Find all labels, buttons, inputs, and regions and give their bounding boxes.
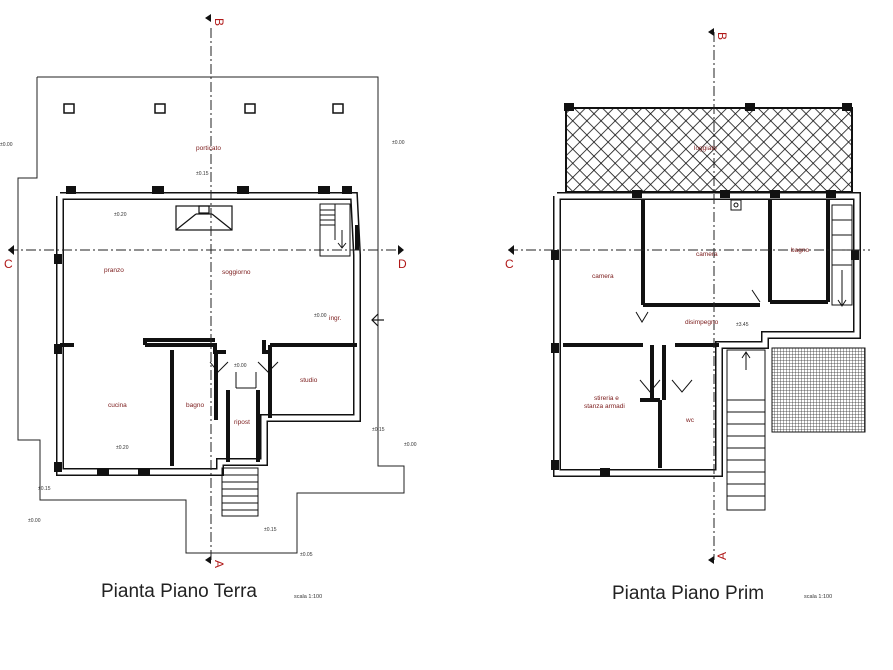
first-floor-scale: scala 1:100: [804, 594, 832, 600]
section-label-b: B: [212, 18, 226, 26]
entrance-arrow-icon: [371, 313, 384, 327]
door-swings: [209, 361, 279, 389]
level-marker: ±0.00: [392, 140, 405, 146]
porch-pillars: [63, 103, 344, 114]
level-marker: ±0.15: [264, 527, 277, 533]
ff-section-arrow-a: [708, 556, 714, 564]
first-floor-title: Pianta Piano Prim: [612, 583, 764, 604]
room-label-porticato: porticato: [196, 145, 221, 152]
ff-room-label-stanza-armadi: stanza armadi: [584, 403, 625, 410]
room-label-studio: studio: [300, 377, 318, 384]
section-arrow-d: [398, 245, 404, 255]
ff-room-label-stireria: stireria e: [594, 395, 619, 402]
exterior-walls: [56, 192, 361, 476]
ff-exterior-stair: [726, 349, 766, 511]
ff-room-label-wc: wc: [685, 417, 695, 424]
ground-floor-title: Pianta Piano Terra: [101, 581, 257, 602]
ff-door-swings: [635, 199, 761, 393]
ff-wall-piers: [551, 190, 859, 476]
exterior-stair: [221, 467, 259, 517]
room-label-bagno: bagno: [186, 402, 204, 409]
ff-section-arrow-b: [708, 28, 714, 36]
level-marker: ±0.20: [114, 212, 127, 218]
room-label-ingr: ingr.: [329, 315, 341, 322]
room-label-pranzo: pranzo: [104, 267, 124, 274]
ff-section-label-a: A: [715, 552, 729, 560]
ff-room-label-loggiato: loggiato: [694, 145, 717, 152]
room-label-cucina: cucina: [108, 402, 127, 409]
section-arrow-a: [205, 556, 211, 564]
loggia-lattice: [565, 107, 853, 193]
level-marker: ±0.15: [38, 486, 51, 492]
section-label-c: C: [4, 257, 13, 271]
level-marker: ±0.05: [300, 552, 313, 558]
level-markers: ±0.00 ±0.00 ±0.15 ±0.20 ±0.00 ±0.00 ±0.2…: [0, 140, 417, 558]
section-label-a: A: [212, 560, 226, 568]
level-marker: ±0.20: [116, 445, 129, 451]
wall-piers: [54, 186, 352, 476]
level-marker: ±0.15: [196, 171, 209, 177]
room-label-ripost: ripost: [234, 419, 250, 426]
section-arrow-c: [8, 245, 14, 255]
interior-walls: [60, 225, 359, 466]
ff-room-label-camera-1: camera: [592, 273, 614, 280]
loggia-pillars: [564, 103, 852, 111]
ff-room-label-disimpegno: disimpegno: [685, 319, 719, 326]
ff-exterior-walls: [553, 192, 861, 477]
level-marker: ±0.15: [372, 427, 385, 433]
ff-section-label-c: C: [505, 257, 514, 271]
ff-section-arrow-c: [508, 245, 514, 255]
ground-floor-plan: B A C D porticato pranzo soggiorno ingr.…: [0, 14, 417, 602]
ff-level-marker: ±3.45: [736, 322, 749, 328]
level-marker: ±0.00: [404, 442, 417, 448]
terrace-outline: [17, 76, 405, 554]
ff-room-label-bagno: bagno: [791, 247, 809, 254]
ff-interior-walls: [563, 200, 830, 468]
ff-section-label-b: B: [715, 32, 729, 40]
room-label-soggiorno: soggiorno: [222, 269, 251, 276]
section-label-d: D: [398, 257, 407, 271]
fireplace: [175, 205, 233, 231]
level-marker: ±0.00: [0, 142, 13, 148]
level-marker: ±0.00: [28, 518, 41, 524]
interior-stair: [319, 203, 351, 257]
first-floor-plan: B A C loggiato camera camera bagno disim…: [505, 28, 870, 604]
ff-interior-stair: [831, 204, 853, 307]
level-marker: ±0.00: [314, 313, 327, 319]
ground-floor-scale: scala 1:100: [294, 594, 322, 600]
roof-terrace-tiles: [771, 347, 866, 433]
section-arrow-b: [205, 14, 211, 22]
level-marker: ±0.00: [234, 363, 247, 369]
ff-room-label-camera-2: camera: [696, 251, 718, 258]
